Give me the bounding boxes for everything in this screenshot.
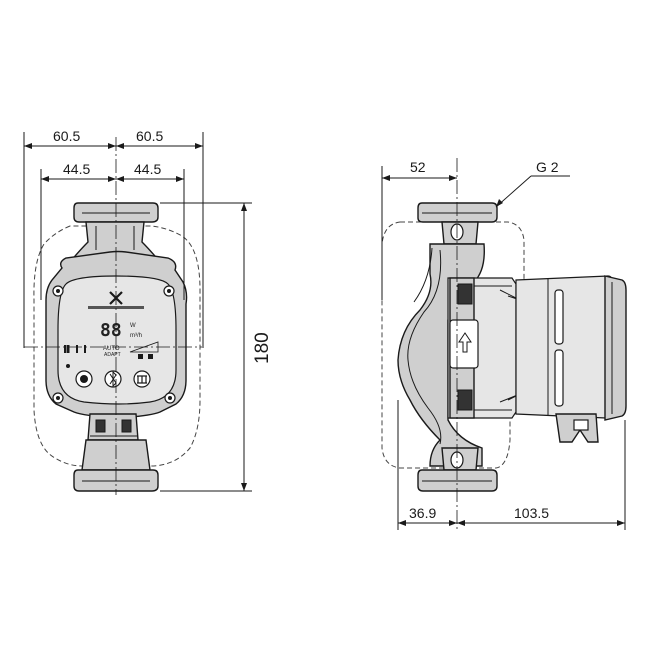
dim-right-inner: 44.5 bbox=[134, 161, 161, 177]
display-unit-power: W bbox=[130, 323, 136, 329]
dim-base-right: 103.5 bbox=[514, 505, 549, 521]
status-led-icon bbox=[66, 364, 70, 368]
front-view: 88 W m³/h AUTO ADAPT bbox=[24, 137, 202, 495]
front-dimensions: 60.5 60.5 44.5 44.5 180 bbox=[23, 128, 273, 492]
dim-thread: G 2 bbox=[536, 159, 559, 175]
side-insulation-outline bbox=[381, 221, 525, 469]
bluetooth-icon bbox=[104, 370, 122, 388]
dim-base-left: 36.9 bbox=[409, 505, 436, 521]
dim-left-inner: 44.5 bbox=[63, 161, 90, 177]
dim-side-width: 52 bbox=[410, 159, 426, 175]
side-end-cap bbox=[604, 275, 627, 421]
mode-button-icon bbox=[75, 370, 93, 388]
display-unit-flow: m³/h bbox=[130, 333, 142, 339]
arrow-up-icon bbox=[458, 332, 472, 353]
speed-bars-icon bbox=[64, 345, 86, 353]
dim-right-outer: 60.5 bbox=[136, 128, 163, 144]
side-dimensions: 52 G 2 36.9 103.5 bbox=[381, 159, 626, 530]
dim-overall-height: 180 bbox=[252, 332, 273, 364]
dim-left-outer: 60.5 bbox=[53, 128, 80, 144]
mode-adapt-label: ADAPT bbox=[104, 352, 121, 358]
side-motor-body bbox=[515, 275, 613, 419]
radiator-icon bbox=[133, 370, 151, 388]
display-digits: 88 bbox=[100, 320, 122, 341]
side-view bbox=[381, 158, 627, 530]
front-insulation-outline bbox=[33, 225, 201, 467]
mode-auto-label: AUTO bbox=[103, 346, 120, 352]
